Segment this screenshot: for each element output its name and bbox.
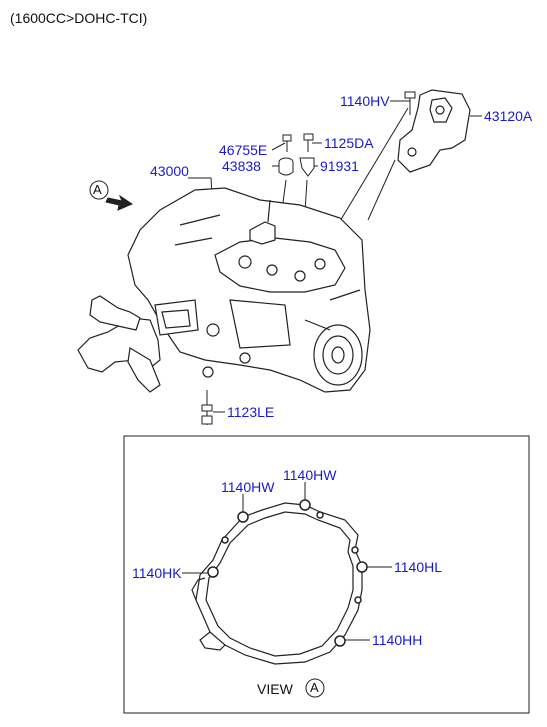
label-1140hl: 1140HL [394, 559, 443, 575]
transmission-assembly-43000 [77, 187, 371, 393]
bolt-1123le [201, 404, 213, 425]
label-43120a: 43120A [484, 108, 533, 124]
arrow-marker-a: A [93, 182, 102, 197]
label-46755e: 46755E [219, 142, 268, 158]
label-1140hk: 1140HK [132, 565, 182, 581]
bolt-1125da [303, 133, 314, 152]
label-43838: 43838 [222, 158, 261, 174]
mount-bracket-43120a [397, 89, 471, 173]
bolt-hole-hl [356, 561, 368, 573]
label-1140hh: 1140HH [372, 632, 423, 648]
view-title: VIEW [257, 681, 293, 697]
label-1125da: 1125DA [324, 135, 374, 151]
bolt-hole-hw-left [237, 511, 249, 523]
clip-91931 [299, 157, 315, 177]
label-1140hw-left: 1140HW [221, 479, 275, 495]
bolt-hole-hw-right [299, 499, 311, 511]
bolt-hole-hh [334, 635, 346, 647]
label-1123le: 1123LE [227, 404, 275, 420]
label-91931: 91931 [320, 158, 359, 174]
gasket-bolt-holes [207, 499, 368, 647]
leader-46755e [271, 142, 286, 151]
view-a-arrow [89, 180, 134, 211]
bellhousing-gasket [191, 502, 363, 665]
view-marker: A [310, 680, 319, 695]
view-a-marker-circle [305, 678, 325, 698]
cap-43838 [278, 157, 294, 176]
bolt-1140hv [404, 91, 416, 115]
label-1140hw-right: 1140HW [283, 467, 337, 483]
leader-bracket-2 [367, 159, 396, 221]
label-43000: 43000 [150, 163, 189, 179]
engine-spec-header: (1600CC>DOHC-TCI) [10, 10, 148, 26]
label-1140hv: 1140HV [340, 93, 390, 109]
bolt-hole-hk [207, 566, 219, 578]
bolt-46755e [282, 134, 292, 152]
view-a-frame [123, 435, 530, 714]
